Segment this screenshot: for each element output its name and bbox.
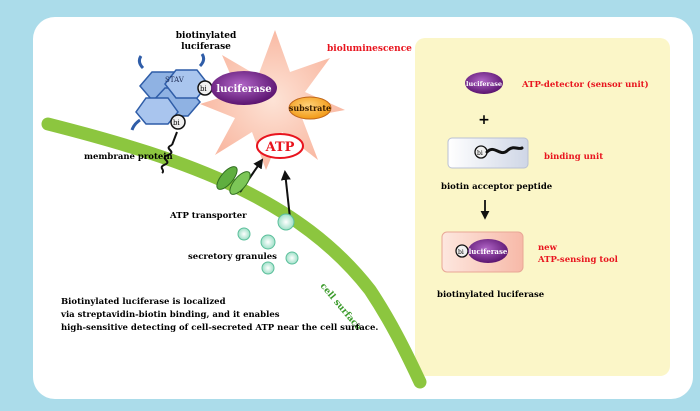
- secretory-granules-label: secretory granules: [188, 252, 277, 262]
- luciferase-ellipse: [211, 71, 277, 105]
- biotinylated-label-line1: biotinylated: [176, 31, 237, 41]
- substrate-ellipse: [288, 96, 332, 120]
- tool-luciferase-ellipse: [468, 239, 508, 263]
- peptide-chain: [485, 146, 524, 155]
- bi-label-2: bi: [173, 119, 180, 127]
- secretory-granules: [237, 213, 299, 275]
- tool-bi-label: bi: [458, 249, 464, 256]
- binding-bi-label: bi: [477, 150, 483, 157]
- right-panel: [415, 38, 670, 376]
- atp-label: ATP: [265, 140, 295, 155]
- membrane-protein-label: membrane protein: [84, 152, 173, 162]
- cell-surface-membrane: [41, 117, 427, 389]
- atp-transporter: [216, 166, 251, 195]
- biotinylated-label-line2: luciferase: [181, 42, 231, 52]
- streptavidin-stav: STAV: [130, 53, 209, 131]
- tool-luciferase-label: luciferase: [469, 247, 508, 256]
- luciferase-label: luciferase: [216, 84, 271, 95]
- membrane-protein: [160, 131, 178, 174]
- atp-ellipse: [256, 133, 304, 159]
- tool-label-line1: new: [538, 243, 558, 253]
- granule-arrow: [280, 170, 291, 219]
- atp-transporter-label: ATP transporter: [169, 211, 247, 221]
- sensor-luciferase-label: luciferase: [466, 80, 502, 88]
- stav-label: STAV: [165, 76, 185, 84]
- peptide-label: biotin acceptor peptide: [441, 182, 553, 192]
- description-line1: Biotinylated luciferase is localized: [61, 297, 226, 307]
- tool-caption: biotinylated luciferase: [437, 290, 545, 300]
- bioluminescence-burst: [200, 30, 345, 170]
- substrate-label: substrate: [289, 103, 331, 113]
- sensor-luciferase-ellipse: [465, 72, 503, 94]
- description-line3: high-sensitive detecting of cell-secrete…: [61, 323, 378, 333]
- description-line2: via streptavidin-biotin binding, and it …: [60, 310, 280, 320]
- tool-label-line2: ATP-sensing tool: [537, 255, 619, 265]
- plus-sign: +: [478, 112, 490, 128]
- bioluminescence-label: bioluminescence: [327, 44, 412, 54]
- binding-unit-label: binding unit: [544, 152, 603, 162]
- sensor-unit-label: ATP-detector (sensor unit): [521, 79, 649, 90]
- bi-label: bi: [200, 85, 207, 93]
- biotin-bi-circle-2: [170, 114, 186, 130]
